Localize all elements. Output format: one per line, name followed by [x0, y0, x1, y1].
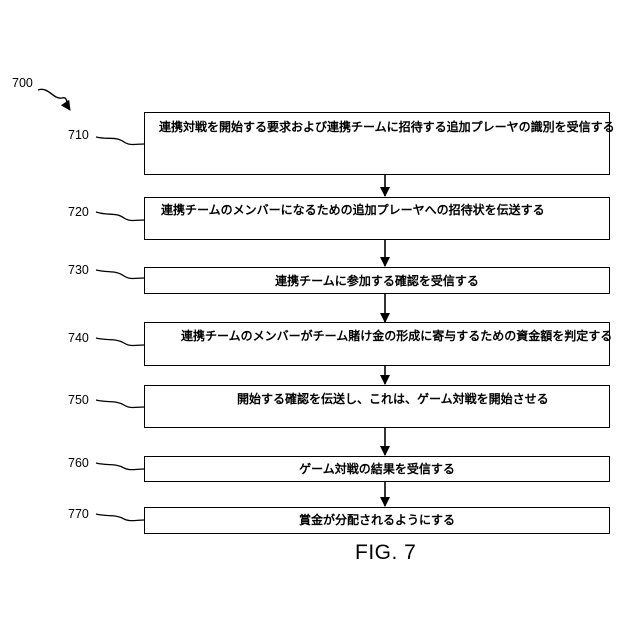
step-text-720: 連携チームのメンバーになるための追加プレーヤへの招待状を伝送する — [145, 203, 609, 217]
step-box-770: 賞金が分配されるようにする — [144, 507, 610, 534]
step-ref-760: 760 — [68, 456, 89, 470]
leader-line-740 — [96, 338, 144, 346]
step-box-740: 連携チームのメンバーがチーム賭け金の形成に寄与するための資金額を判定する — [144, 322, 610, 366]
step-text-740: 連携チームのメンバーがチーム賭け金の形成に寄与するための資金額を判定する — [145, 329, 609, 343]
leader-line-750 — [96, 400, 144, 408]
leader-line-720 — [96, 212, 144, 221]
step-ref-730: 730 — [68, 263, 89, 277]
step-ref-710: 710 — [68, 128, 89, 142]
step-box-710: 連携対戦を開始する要求および連携チームに招待する追加プレーヤの識別を受信する — [144, 112, 610, 175]
step-box-760: ゲーム対戦の結果を受信する — [144, 456, 610, 482]
figure-reference-number: 700 — [12, 76, 33, 90]
figure-caption: FIG. 7 — [355, 541, 416, 565]
step-text-760: ゲーム対戦の結果を受信する — [145, 462, 609, 476]
step-ref-750: 750 — [68, 393, 89, 407]
step-text-730: 連携チームに参加する確認を受信する — [145, 274, 609, 288]
step-text-710: 連携対戦を開始する要求および連携チームに招待する追加プレーヤの識別を受信する — [145, 120, 609, 134]
leader-line-730 — [96, 270, 144, 279]
leader-line-710 — [96, 137, 144, 145]
step-ref-740: 740 — [68, 331, 89, 345]
leader-line-770 — [96, 514, 144, 521]
leader-line-760 — [96, 463, 144, 470]
step-box-730: 連携チームに参加する確認を受信する — [144, 267, 610, 294]
step-box-750: 開始する確認を伝送し、これは、ゲーム対戦を開始させる — [144, 385, 610, 428]
step-text-750: 開始する確認を伝送し、これは、ゲーム対戦を開始させる — [145, 392, 609, 406]
figure-ref-arrow — [38, 89, 70, 110]
step-ref-720: 720 — [68, 205, 89, 219]
step-text-770: 賞金が分配されるようにする — [145, 513, 609, 527]
step-box-720: 連携チームのメンバーになるための追加プレーヤへの招待状を伝送する — [144, 197, 610, 240]
step-ref-770: 770 — [68, 507, 89, 521]
